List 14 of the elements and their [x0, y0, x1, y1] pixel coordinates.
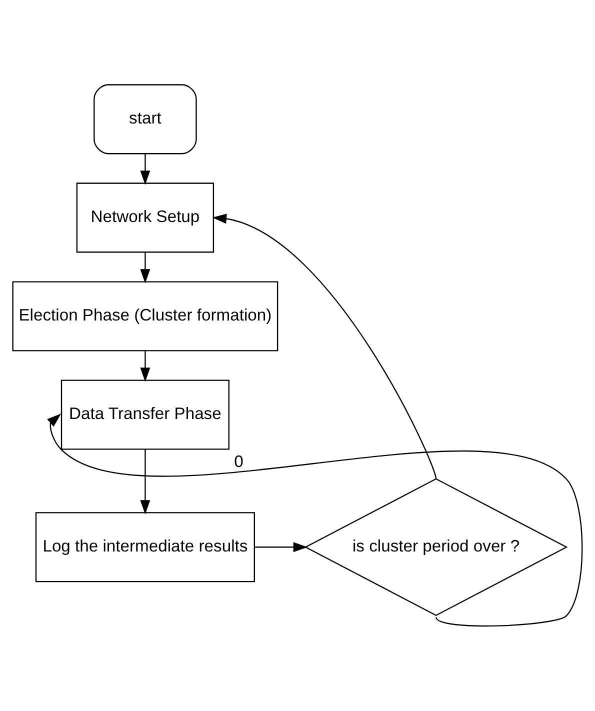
arrow	[140, 449, 150, 514]
node-diamond: is cluster period over ?	[304, 478, 568, 616]
node-box: Log the intermediate results	[35, 512, 255, 582]
node-box: Data Transfer Phase	[60, 380, 230, 450]
arrow	[212, 214, 437, 480]
arrow	[254, 542, 308, 552]
edge-label: 0	[234, 452, 244, 472]
arrow	[47, 414, 583, 627]
node-box: start	[94, 84, 197, 154]
arrow	[140, 351, 150, 382]
arrow	[140, 154, 150, 185]
node-box: Network Setup	[76, 182, 214, 253]
node-box: Election Phase (Cluster formation)	[12, 281, 278, 352]
arrow	[140, 252, 150, 284]
